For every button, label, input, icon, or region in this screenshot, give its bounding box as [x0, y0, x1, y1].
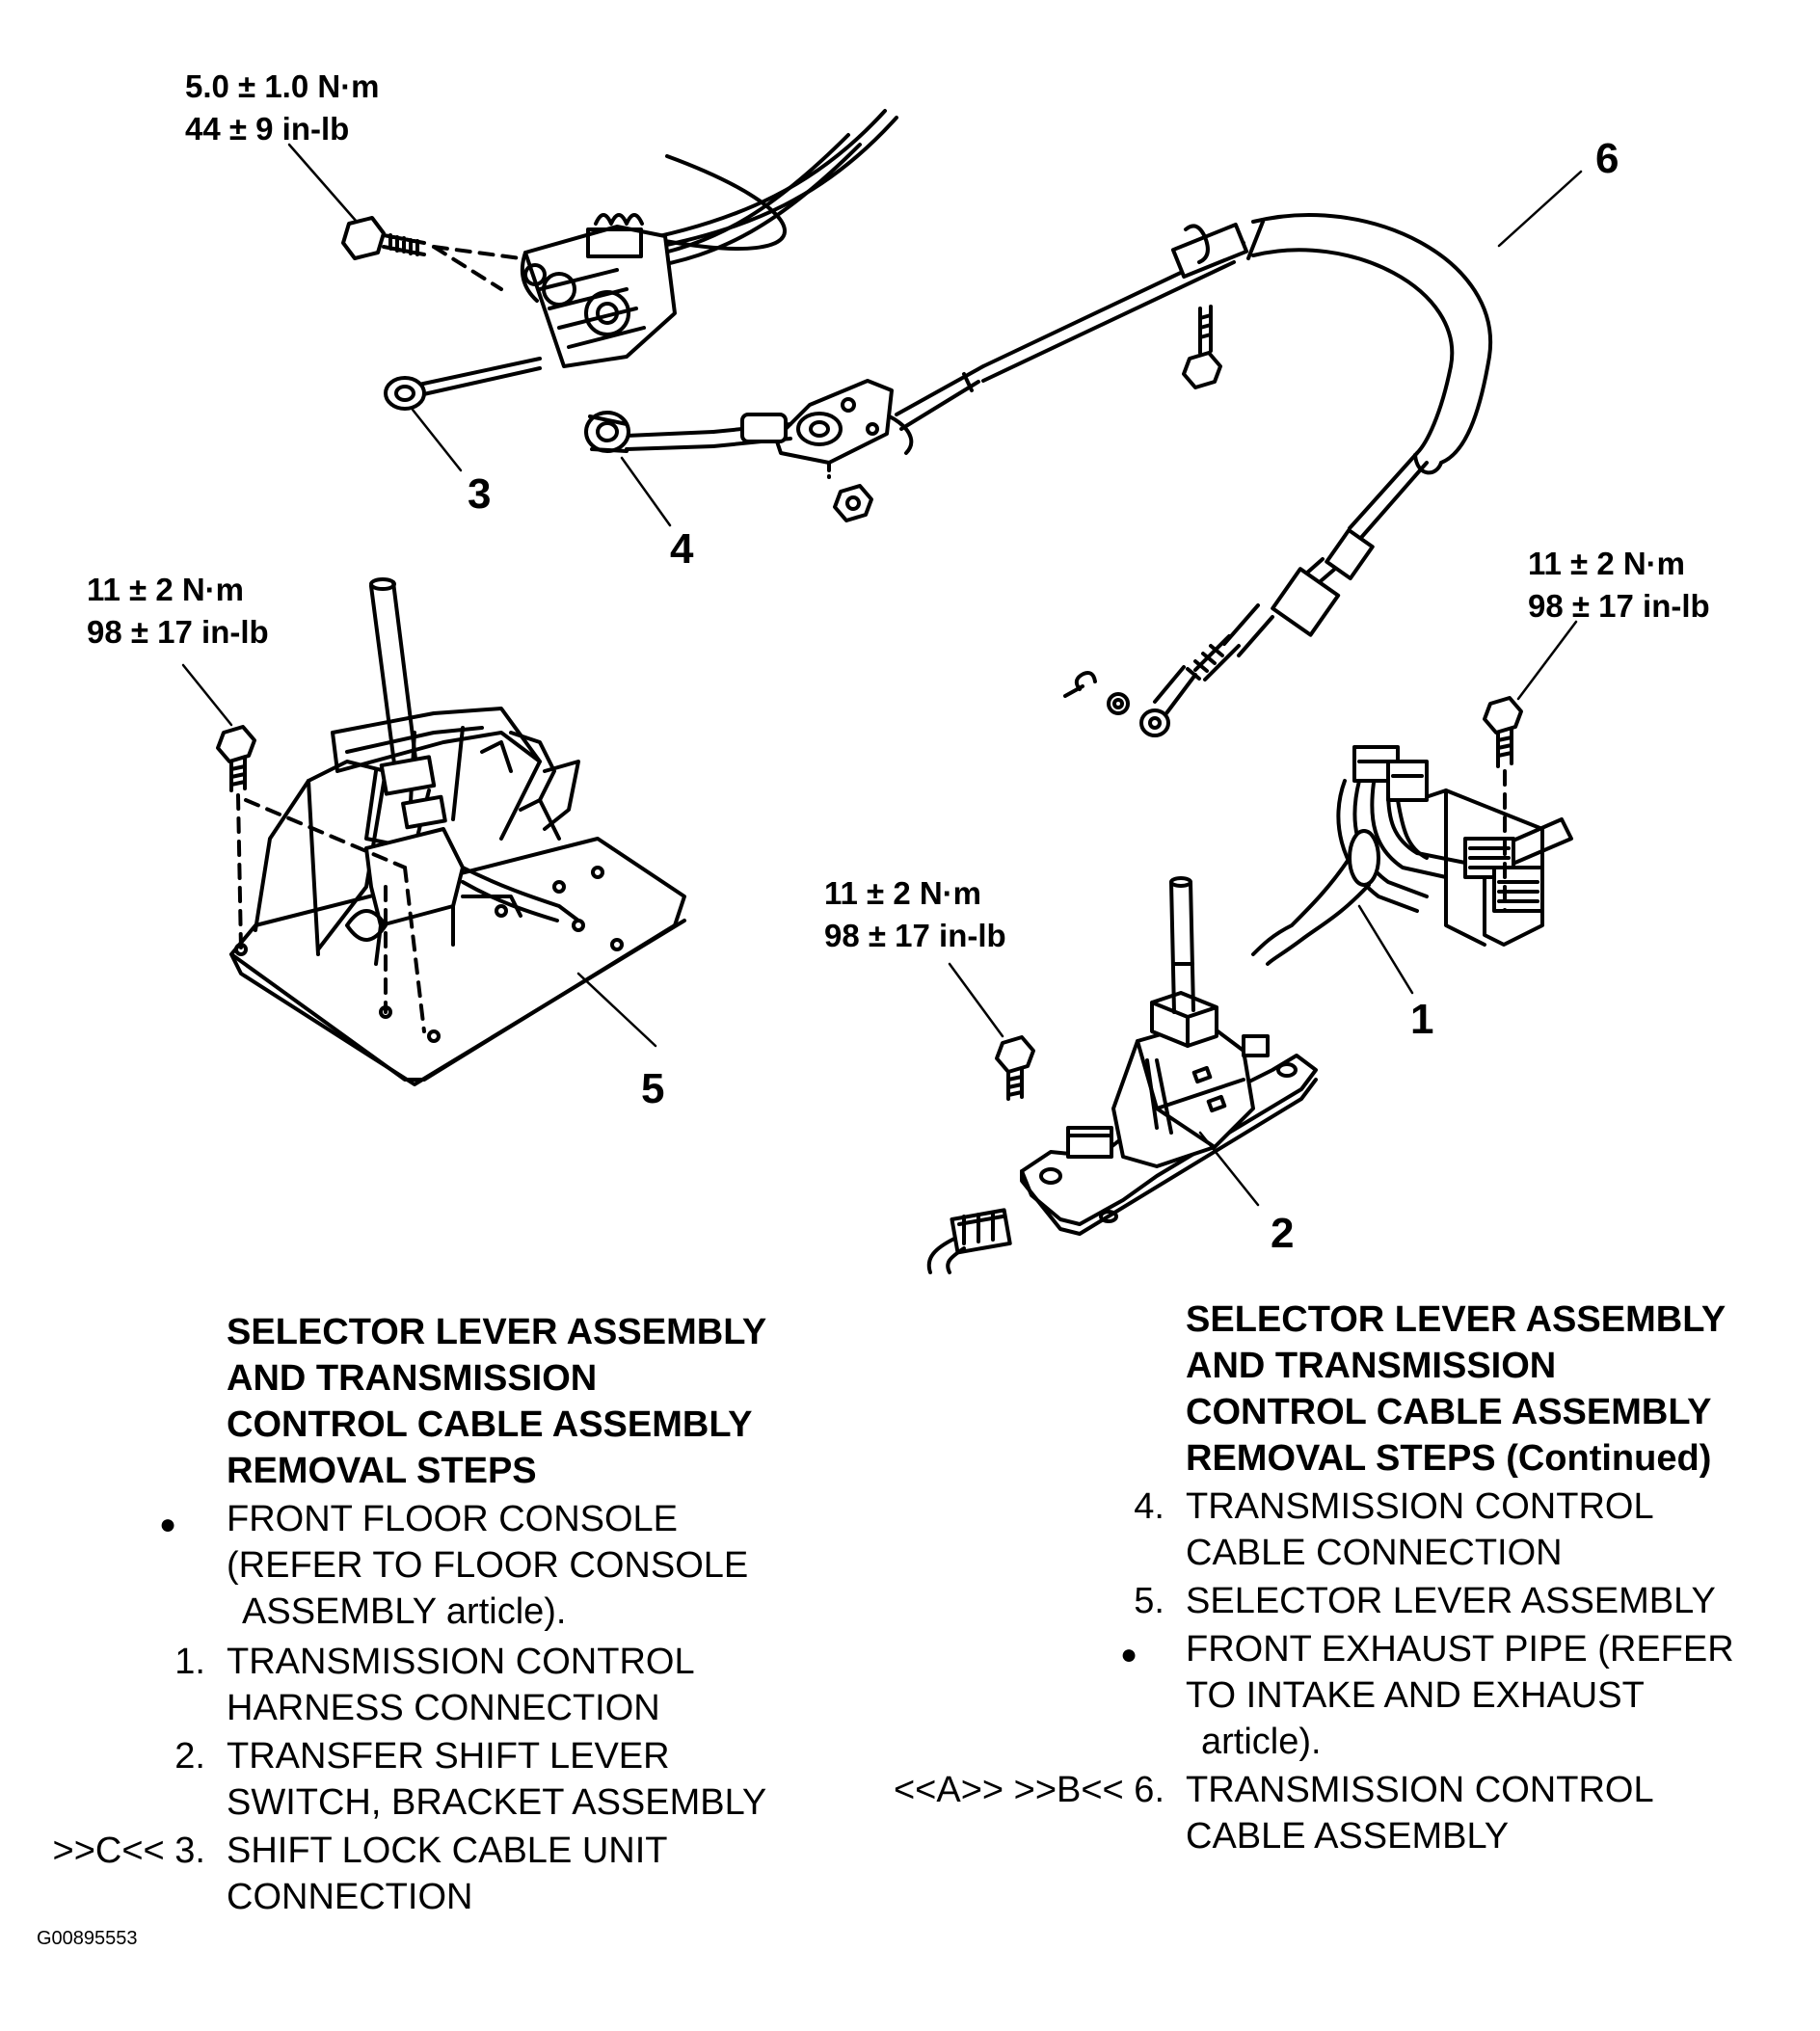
step-3: >>C<< 3. SHIFT LOCK CABLE UNIT CONNECTIO…	[53, 1828, 843, 1920]
step-line: FRONT EXHAUST PIPE (REFER	[1186, 1629, 1734, 1670]
section-heading: SELECTOR LEVER ASSEMBLY AND TRANSMISSION…	[227, 1309, 843, 1494]
step-6: <<A>> >>B<< 6. TRANSMISSION CONTROL CABL…	[894, 1767, 1812, 1859]
step-line: TRANSMISSION CONTROL	[1186, 1486, 1654, 1527]
heading-line: SELECTOR LEVER ASSEMBLY	[1186, 1299, 1726, 1340]
step-2: 2. TRANSFER SHIFT LEVER SWITCH, BRACKET …	[174, 1733, 843, 1826]
step-number: <<A>> >>B<< 6.	[893, 1770, 1164, 1810]
step-line: SELECTOR LEVER ASSEMBLY	[1186, 1581, 1716, 1621]
step-line: SWITCH, BRACKET ASSEMBLY	[227, 1782, 767, 1823]
callout-4: 4	[670, 525, 694, 573]
step-line: TO INTAKE AND EXHAUST	[1186, 1675, 1645, 1716]
callout-2: 2	[1271, 1210, 1295, 1257]
transmission-control-cable-part-6	[584, 170, 1583, 737]
torque-nm: 11 ± 2 N·m	[824, 875, 982, 911]
harness-connection-part-1	[1251, 620, 1578, 995]
torque-label-part-1: 11 ± 2 N·m 98 ± 17 in-lb	[1528, 543, 1710, 628]
torque-nm: 11 ± 2 N·m	[87, 572, 245, 607]
step-line: TRANSMISSION CONTROL	[1186, 1770, 1654, 1810]
step-front-floor-console: ● FRONT FLOOR CONSOLE (REFER TO FLOOR CO…	[159, 1496, 843, 1635]
torque-inlb: 98 ± 17 in-lb	[1528, 588, 1710, 624]
torque-label-part-5: 11 ± 2 N·m 98 ± 17 in-lb	[87, 569, 269, 654]
step-line: HARNESS CONNECTION	[227, 1688, 660, 1728]
heading-line: REMOVAL STEPS	[227, 1451, 537, 1491]
heading-line: CONTROL CABLE ASSEMBLY	[227, 1404, 753, 1445]
torque-inlb: 98 ± 17 in-lb	[824, 918, 1006, 953]
heading-line: CONTROL CABLE ASSEMBLY	[1186, 1392, 1712, 1432]
torque-nm: 5.0 ± 1.0 N·m	[185, 68, 380, 104]
step-line: TRANSFER SHIFT LEVER	[227, 1736, 670, 1777]
heading-line: AND TRANSMISSION	[227, 1358, 598, 1399]
callout-6: 6	[1595, 135, 1619, 182]
step-number: >>C<< 3.	[52, 1831, 205, 1871]
step-line: TRANSMISSION CONTROL	[227, 1642, 695, 1682]
step-line: CONNECTION	[227, 1877, 473, 1917]
removal-steps-right: SELECTOR LEVER ASSEMBLY AND TRANSMISSION…	[894, 1296, 1812, 1859]
step-front-exhaust-pipe: ● FRONT EXHAUST PIPE (REFER TO INTAKE AN…	[1120, 1626, 1812, 1765]
bullet-icon: ●	[159, 1509, 177, 1540]
torque-label-part-2: 11 ± 2 N·m 98 ± 17 in-lb	[824, 872, 1006, 957]
callout-5: 5	[641, 1065, 665, 1112]
removal-steps-left: SELECTOR LEVER ASSEMBLY AND TRANSMISSION…	[53, 1309, 843, 1920]
step-1: 1. TRANSMISSION CONTROL HARNESS CONNECTI…	[174, 1639, 843, 1731]
transfer-shift-lever-bracket-part-2	[926, 876, 1318, 1274]
bullet-icon: ●	[1120, 1639, 1138, 1670]
section-heading: SELECTOR LEVER ASSEMBLY AND TRANSMISSION…	[1186, 1296, 1812, 1482]
step-5: 5. SELECTOR LEVER ASSEMBLY	[1134, 1578, 1812, 1624]
heading-line: REMOVAL STEPS (Continued)	[1186, 1438, 1712, 1479]
step-line: CABLE ASSEMBLY	[1186, 1816, 1510, 1857]
step-number: 2.	[174, 1736, 205, 1777]
torque-label-part-3: 5.0 ± 1.0 N·m 44 ± 9 in-lb	[185, 66, 380, 150]
torque-nm: 11 ± 2 N·m	[1528, 546, 1686, 581]
step-line: SHIFT LOCK CABLE UNIT	[227, 1831, 668, 1871]
shift-lock-cable-unit-part-3	[287, 109, 898, 472]
step-line: ASSEMBLY article).	[242, 1591, 567, 1632]
step-number: 5.	[1134, 1581, 1164, 1621]
torque-inlb: 44 ± 9 in-lb	[185, 111, 350, 147]
step-line: (REFER TO FLOOR CONSOLE	[227, 1545, 749, 1586]
step-number: 1.	[174, 1642, 205, 1682]
heading-line: SELECTOR LEVER ASSEMBLY	[227, 1312, 767, 1352]
step-line: CABLE CONNECTION	[1186, 1533, 1563, 1573]
step-4: 4. TRANSMISSION CONTROL CABLE CONNECTION	[1134, 1483, 1812, 1576]
callout-1: 1	[1410, 996, 1434, 1043]
figure-code: G00895553	[37, 1928, 138, 1949]
heading-line: AND TRANSMISSION	[1186, 1346, 1557, 1386]
selector-lever-assembly-part-5	[181, 577, 686, 1086]
step-number: 4.	[1134, 1486, 1164, 1527]
torque-inlb: 98 ± 17 in-lb	[87, 614, 269, 650]
callout-3: 3	[468, 470, 492, 518]
step-line: FRONT FLOOR CONSOLE	[227, 1499, 679, 1539]
step-line: article).	[1201, 1722, 1322, 1762]
